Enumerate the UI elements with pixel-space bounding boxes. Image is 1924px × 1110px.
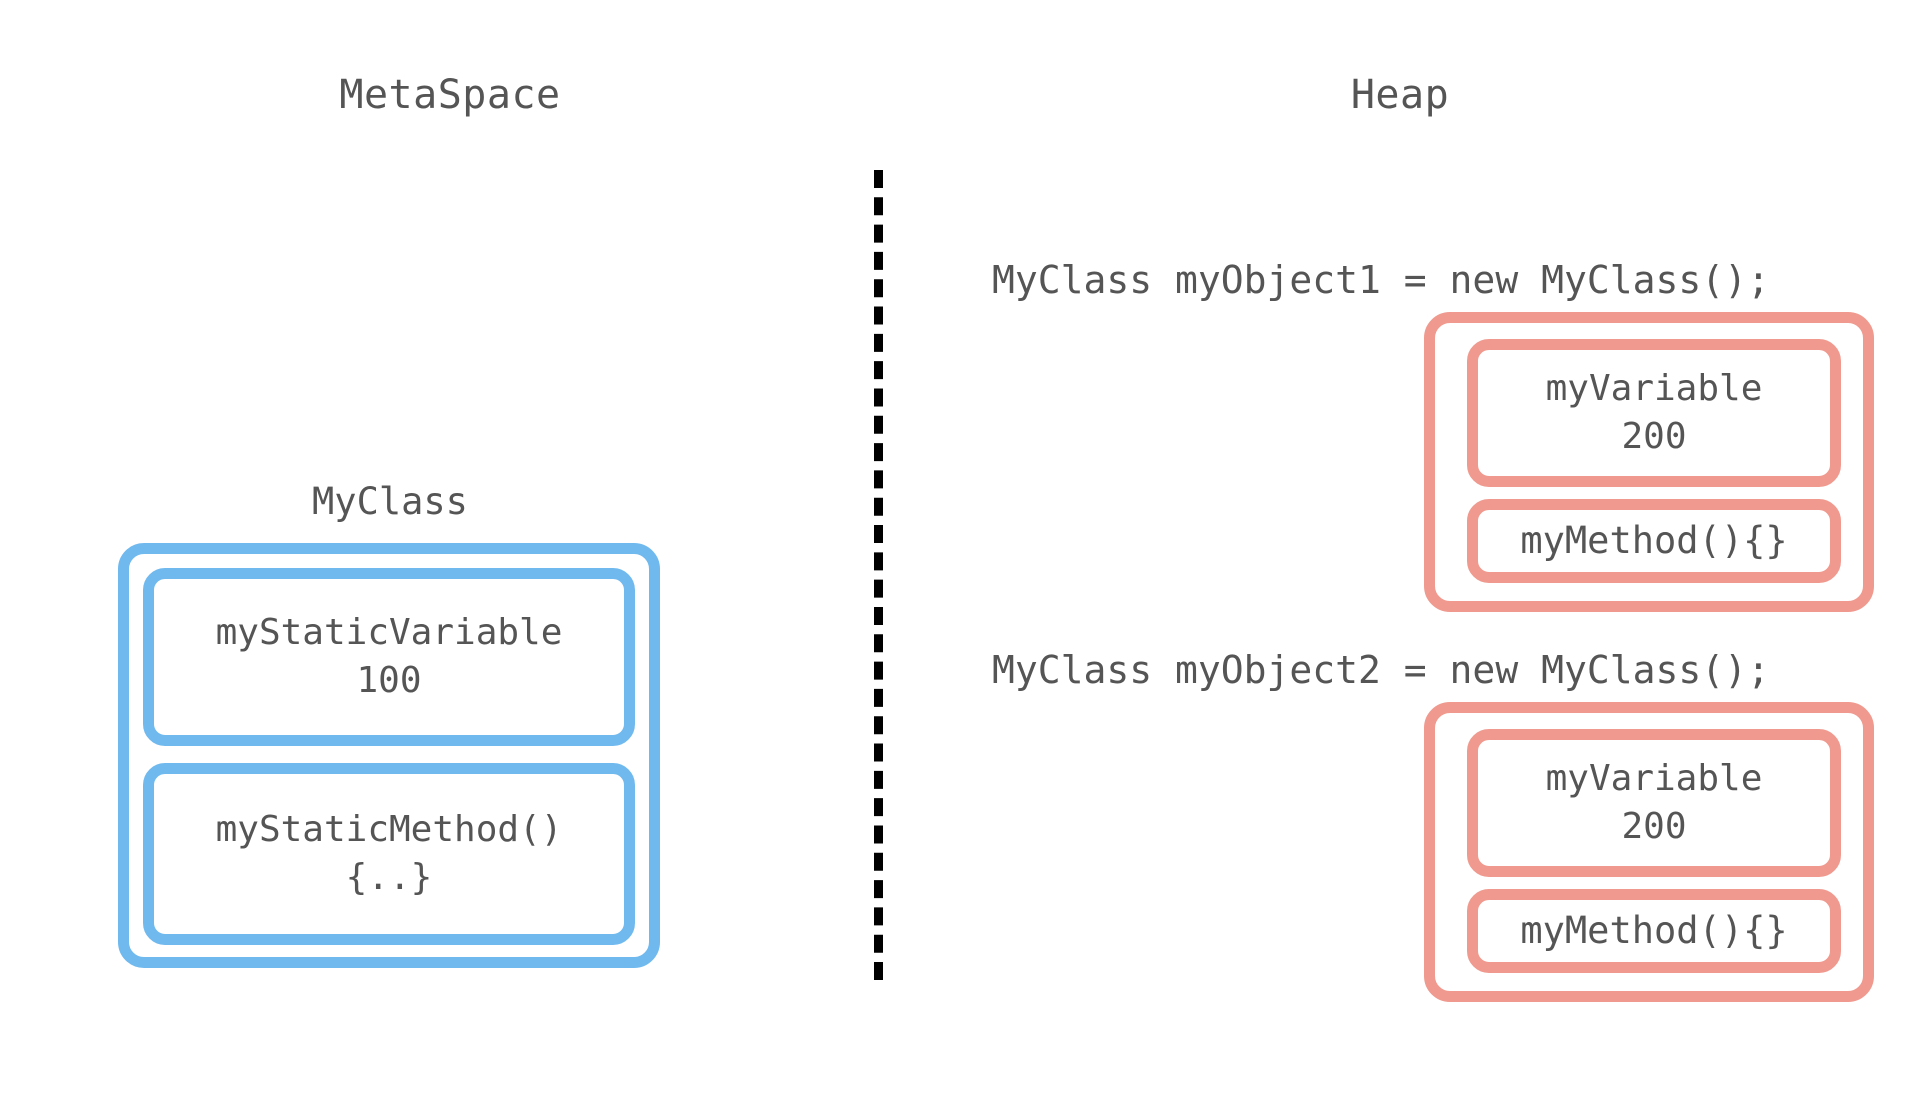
metaspace-class-label: MyClass (312, 480, 468, 523)
heap-section-title: Heap (1350, 72, 1450, 118)
heap-object1-code-line: MyClass myObject1 = new MyClass(); (992, 258, 1770, 302)
static-variable-box: myStaticVariable 100 (143, 568, 635, 746)
static-variable-value: 100 (356, 660, 422, 701)
static-variable-name: myStaticVariable (215, 612, 563, 654)
instance-variable-name-1: myVariable (1545, 368, 1763, 410)
static-method-box: myStaticMethod() {..} (143, 763, 635, 945)
metaspace-section-title: MetaSpace (339, 72, 561, 118)
vertical-dashed-divider (874, 170, 883, 980)
instance-method-name-2: myMethod(){} (1520, 908, 1788, 952)
instance-method-box-1: myMethod(){} (1467, 499, 1841, 583)
instance-variable-value-1: 200 (1621, 416, 1687, 457)
heap-object2-code-line: MyClass myObject2 = new MyClass(); (992, 648, 1770, 692)
metaspace-class-box: myStaticVariable 100 myStaticMethod() {.… (118, 543, 660, 968)
instance-variable-name-2: myVariable (1545, 758, 1763, 800)
instance-method-name-1: myMethod(){} (1520, 518, 1788, 562)
instance-variable-box-1: myVariable 200 (1467, 339, 1841, 487)
instance-variable-box-2: myVariable 200 (1467, 729, 1841, 877)
heap-object-box-1: myVariable 200 myMethod(){} (1424, 312, 1874, 612)
static-method-body: {..} (345, 857, 433, 898)
heap-object-box-2: myVariable 200 myMethod(){} (1424, 702, 1874, 1002)
static-method-name: myStaticMethod() (215, 809, 563, 851)
metaspace-class-members: myStaticVariable 100 myStaticMethod() {.… (143, 568, 635, 945)
instance-variable-value-2: 200 (1621, 806, 1687, 847)
instance-method-box-2: myMethod(){} (1467, 889, 1841, 973)
